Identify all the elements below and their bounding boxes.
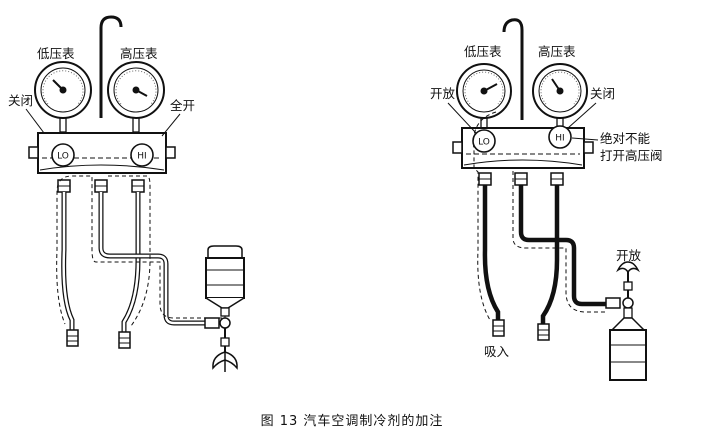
- left-hose-end-couplers: [66, 329, 131, 349]
- right-manifold-diagram: LO HI: [430, 18, 663, 381]
- right-low-valve-knob: LO: [472, 129, 496, 153]
- left-low-valve-state: 关闭: [8, 93, 33, 108]
- left-low-pressure-gauge: [34, 61, 92, 119]
- right-can-tap-valve: [605, 261, 640, 319]
- svg-text:HI: HI: [137, 152, 146, 162]
- right-high-gauge-label: 高压表: [538, 44, 576, 59]
- left-high-pressure-gauge: [107, 61, 165, 119]
- figure-caption: 图 13 汽车空调制冷剂的加注: [260, 414, 444, 429]
- right-high-pressure-gauge: [532, 63, 588, 119]
- left-low-valve-knob: LO: [51, 143, 75, 167]
- right-manifold-body: [452, 127, 594, 169]
- left-low-gauge-label: 低压表: [37, 46, 75, 61]
- left-hose-fittings: [57, 179, 145, 193]
- left-manifold-diagram: LO HI: [8, 15, 245, 372]
- left-center-hose: [98, 192, 205, 326]
- left-high-valve-state: 全开: [170, 98, 195, 113]
- left-can-tap-valve: [204, 317, 238, 372]
- right-low-valve-state: 开放: [430, 86, 456, 101]
- right-low-gauge-label: 低压表: [464, 44, 502, 59]
- right-hose-end-couplers: [492, 319, 550, 341]
- svg-text:HI: HI: [555, 134, 564, 144]
- left-refrigerant-can: [205, 245, 245, 317]
- left-high-valve-knob: HI: [130, 143, 154, 167]
- right-low-hose-end-label: 吸入: [484, 344, 510, 359]
- right-can-valve-state: 开放: [616, 248, 642, 263]
- svg-text:LO: LO: [57, 152, 69, 162]
- left-high-gauge-label: 高压表: [120, 46, 158, 61]
- svg-text:LO: LO: [478, 138, 490, 148]
- right-high-valve-state: 关闭: [590, 86, 615, 101]
- right-low-pressure-gauge: [456, 63, 512, 119]
- left-hanger-hook: [99, 15, 123, 118]
- right-high-valve-knob: HI: [548, 125, 572, 149]
- right-center-hose: [518, 185, 606, 307]
- right-refrigerant-can: [609, 317, 647, 381]
- right-hose-fittings: [478, 172, 564, 186]
- right-hanger-hook: [502, 18, 524, 120]
- right-high-valve-warning-line1: 绝对不能: [600, 131, 651, 146]
- right-high-valve-warning-line2: 打开高压阀: [600, 148, 663, 163]
- right-high-hose: [540, 185, 560, 324]
- right-low-hose: [482, 185, 501, 320]
- left-flow-dashed-path: [56, 175, 226, 327]
